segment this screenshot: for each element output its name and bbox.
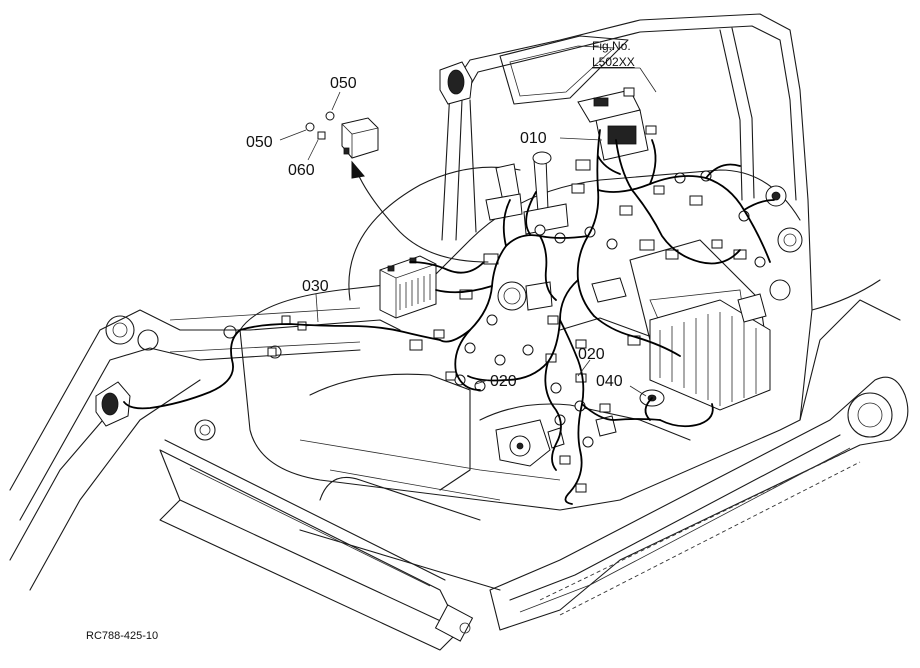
drawing-code: RC788-425-10 <box>86 630 158 642</box>
joystick-lever-right <box>485 163 523 221</box>
callout-040: 040 <box>596 373 623 390</box>
work-lamp-boom <box>95 381 131 427</box>
control-valve-block <box>649 299 771 411</box>
callout-010: 010 <box>520 130 547 147</box>
fig-no-value: L502XX <box>592 55 635 69</box>
leader-lines <box>279 67 657 397</box>
labels: Fig.No. L502XX 050 050 060 010 030 020 0… <box>86 39 640 642</box>
overhead-switch-panel <box>577 89 641 123</box>
lower-sensor-bracket <box>495 415 617 467</box>
callout-060: 060 <box>288 162 315 179</box>
callout-030: 030 <box>302 278 329 295</box>
callout-020-right: 020 <box>578 346 605 363</box>
callout-020-left: 020 <box>490 373 517 390</box>
relay-detail <box>305 111 379 159</box>
work-lamp-cab <box>439 61 473 105</box>
joystick-lever-left <box>523 151 569 235</box>
machine-body <box>9 13 909 651</box>
components <box>95 61 803 493</box>
fuse-box <box>591 277 627 303</box>
wire-harness <box>123 129 775 505</box>
callout-050-top: 050 <box>330 75 357 92</box>
battery <box>379 255 437 319</box>
callout-050-left: 050 <box>246 134 273 151</box>
fig-no-label: Fig.No. <box>592 39 631 53</box>
right-console-switches <box>737 185 803 323</box>
starter-motor <box>497 281 553 311</box>
